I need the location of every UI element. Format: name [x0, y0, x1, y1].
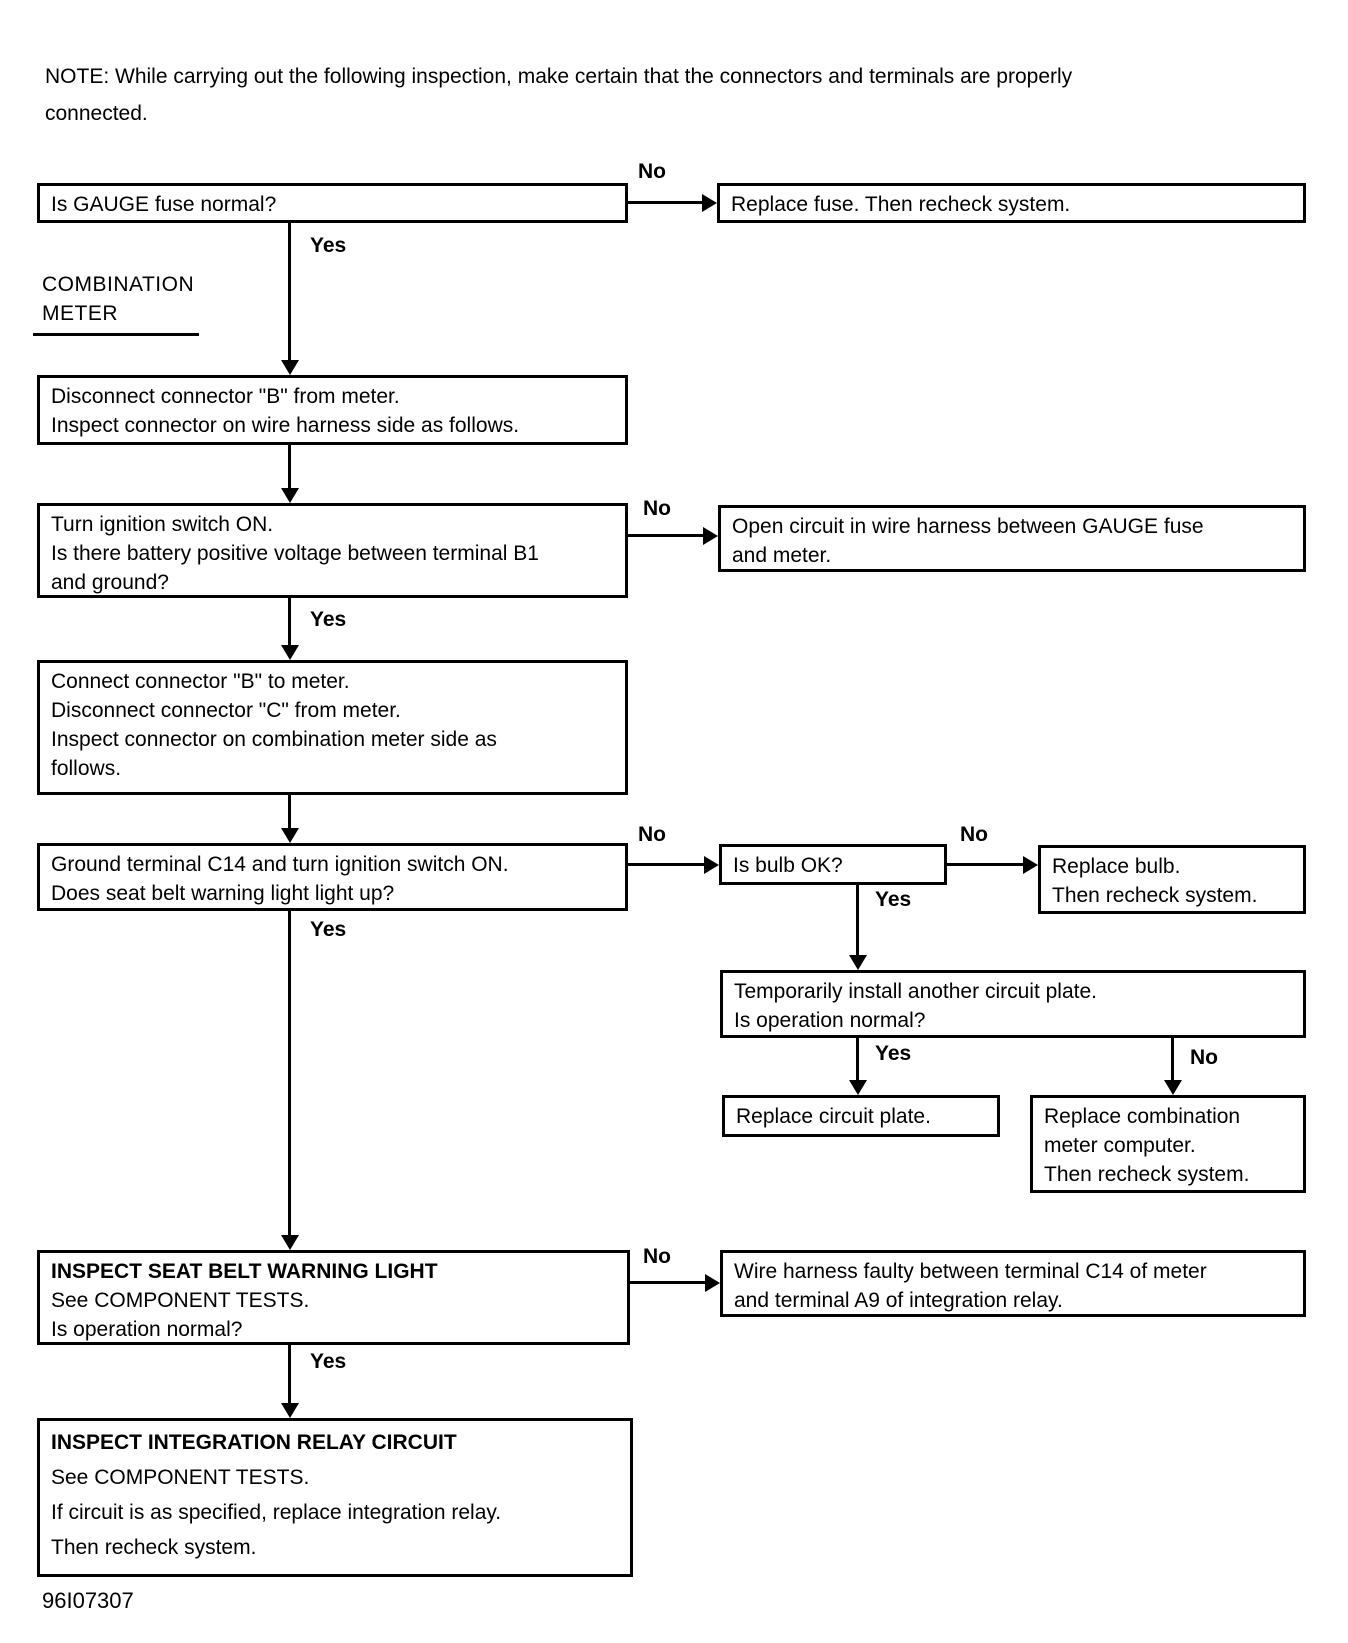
node-text-line: Replace circuit plate. — [736, 1105, 931, 1128]
node-text-line: Turn ignition switch ON. — [51, 513, 274, 536]
section-label-line-2: METER — [42, 302, 118, 325]
node-text-line: Temporarily install another circuit plat… — [734, 980, 1097, 1003]
node-text-line: Inspect connector on combination meter s… — [51, 728, 497, 751]
arrow-right-icon — [704, 856, 719, 874]
arrow-right-icon — [703, 527, 718, 545]
node-text-line: Is bulb OK? — [733, 854, 843, 877]
edge-gaugefuse-disconnectb-line — [288, 223, 291, 363]
node-text-line: and terminal A9 of integration relay. — [734, 1289, 1063, 1312]
node-text-line: Does seat belt warning light light up? — [51, 882, 395, 905]
edge-label-yes: Yes — [310, 234, 347, 257]
edge-groundc14-bulb-line — [628, 863, 708, 866]
node-text-line: Then recheck system. — [51, 1536, 257, 1559]
node-text-line: Replace fuse. Then recheck system. — [731, 193, 1071, 216]
node-text-line: meter computer. — [1044, 1134, 1196, 1157]
arrow-down-icon — [849, 1080, 867, 1095]
node-text-line: If circuit is as specified, replace inte… — [51, 1501, 502, 1524]
node-gauge-fuse-question: Is GAUGE fuse normal? — [37, 183, 628, 223]
node-text-line: Replace combination — [1044, 1105, 1241, 1128]
arrow-down-icon — [281, 828, 299, 843]
edge-label-no: No — [638, 160, 666, 183]
node-inspect-integration-relay: INSPECT INTEGRATION RELAY CIRCUIT See CO… — [37, 1418, 633, 1577]
node-open-circuit: Open circuit in wire harness between GAU… — [718, 505, 1306, 572]
edge-label-no: No — [1190, 1046, 1218, 1069]
note-text: NOTE: While carrying out the following i… — [45, 58, 1315, 132]
node-text-line: Then recheck system. — [1044, 1163, 1250, 1186]
edge-inspectbelt-wireharness-line — [630, 1281, 709, 1284]
node-text-line: See COMPONENT TESTS. — [51, 1466, 310, 1489]
node-text-line: and meter. — [732, 544, 832, 567]
edge-label-yes: Yes — [310, 918, 347, 941]
edge-ignition-opencircuit-line — [628, 534, 707, 537]
edge-label-yes: Yes — [875, 888, 912, 911]
edge-label-no: No — [643, 497, 671, 520]
section-label-line-1: COMBINATION — [42, 273, 195, 296]
arrow-down-icon — [849, 955, 867, 970]
node-replace-circuit-plate: Replace circuit plate. — [722, 1095, 1000, 1137]
arrow-down-icon — [281, 1235, 299, 1250]
arrow-down-icon — [281, 645, 299, 660]
node-text-line: Is operation normal? — [51, 1318, 243, 1341]
node-ignition-voltage-question: Turn ignition switch ON. Is there batter… — [37, 503, 628, 598]
arrow-right-icon — [705, 1274, 720, 1292]
node-text-line: Is GAUGE fuse normal? — [51, 193, 277, 216]
note-line-2: connected. — [45, 102, 148, 125]
node-connect-b-disconnect-c: Connect connector "B" to meter. Disconne… — [37, 660, 628, 795]
node-disconnect-connector-b: Disconnect connector "B" from meter. Ins… — [37, 375, 628, 445]
edge-tempplate-replaceplate-line — [856, 1038, 859, 1082]
arrow-down-icon — [1164, 1080, 1182, 1095]
node-title-line: INSPECT SEAT BELT WARNING LIGHT — [51, 1260, 438, 1283]
section-label-underline — [33, 333, 199, 336]
arrow-right-icon — [702, 194, 717, 212]
node-inspect-seat-belt: INSPECT SEAT BELT WARNING LIGHT See COMP… — [37, 1250, 630, 1345]
edge-label-yes: Yes — [310, 608, 347, 631]
node-text-line: Wire harness faulty between terminal C14… — [734, 1260, 1207, 1283]
edge-label-yes: Yes — [875, 1042, 912, 1065]
arrow-right-icon — [1023, 856, 1038, 874]
edge-tempplate-replacemeter-line — [1171, 1038, 1174, 1082]
edge-label-no: No — [638, 823, 666, 846]
edge-gaugefuse-replacefuse-line — [628, 201, 706, 204]
edge-groundc14-inspectbelt-line — [288, 911, 291, 1236]
figure-code: 96I07307 — [42, 1588, 134, 1613]
node-text-line: See COMPONENT TESTS. — [51, 1289, 310, 1312]
node-text-line: Open circuit in wire harness between GAU… — [732, 515, 1204, 538]
edge-ignition-connectb-line — [288, 598, 291, 646]
node-text-line: Disconnect connector "B" from meter. — [51, 385, 400, 408]
node-temp-circuit-plate: Temporarily install another circuit plat… — [720, 970, 1306, 1038]
node-wire-harness-faulty: Wire harness faulty between terminal C14… — [720, 1250, 1306, 1317]
edge-label-no: No — [960, 823, 988, 846]
node-ground-c14-question: Ground terminal C14 and turn ignition sw… — [37, 843, 628, 911]
node-text-line: Is operation normal? — [734, 1009, 926, 1032]
node-text-line: Connect connector "B" to meter. — [51, 670, 350, 693]
node-text-line: Then recheck system. — [1052, 884, 1258, 907]
edge-bulb-tempplate-line — [856, 885, 859, 957]
node-replace-meter-computer: Replace combination meter computer. Then… — [1030, 1095, 1306, 1193]
edge-bulb-replacebulb-line — [947, 863, 1027, 866]
edge-inspectbelt-integrationrelay-line — [288, 1345, 291, 1405]
node-replace-bulb: Replace bulb. Then recheck system. — [1038, 845, 1306, 914]
node-text-line: Replace bulb. — [1052, 855, 1181, 878]
node-replace-fuse: Replace fuse. Then recheck system. — [717, 183, 1306, 223]
node-text-line: Inspect connector on wire harness side a… — [51, 414, 520, 437]
edge-label-no: No — [643, 1245, 671, 1268]
edge-connectb-groundc14-line — [288, 795, 291, 831]
edge-disconnectb-ignition-line — [288, 445, 291, 491]
edge-label-yes: Yes — [310, 1350, 347, 1373]
node-bulb-ok-question: Is bulb OK? — [719, 844, 947, 885]
node-text-line: Is there battery positive voltage betwee… — [51, 542, 539, 565]
note-line-1: NOTE: While carrying out the following i… — [45, 65, 1073, 88]
arrow-down-icon — [281, 360, 299, 375]
node-text-line: Ground terminal C14 and turn ignition sw… — [51, 853, 509, 876]
section-label-combination-meter: COMBINATION METER — [42, 270, 194, 328]
node-text-line: and ground? — [51, 571, 169, 594]
arrow-down-icon — [281, 488, 299, 503]
node-title-line: INSPECT INTEGRATION RELAY CIRCUIT — [51, 1431, 457, 1454]
arrow-down-icon — [281, 1403, 299, 1418]
node-text-line: follows. — [51, 757, 122, 780]
node-text-line: Disconnect connector "C" from meter. — [51, 699, 401, 722]
